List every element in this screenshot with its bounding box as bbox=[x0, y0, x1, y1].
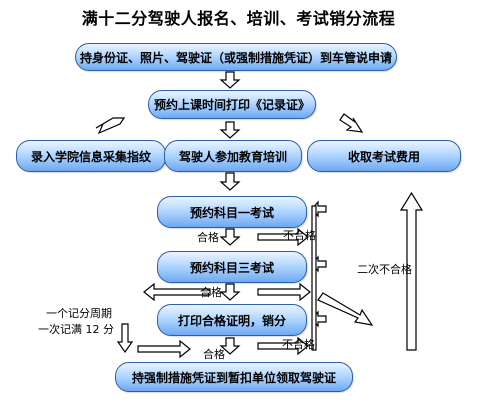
label-pass-1: 合格 bbox=[197, 231, 219, 244]
arrow-right-cycle bbox=[137, 339, 191, 359]
node-fee: 收取考试费用 bbox=[307, 140, 461, 172]
arrow-retry-vertical bbox=[311, 205, 317, 351]
node-subject1: 预约科目一考试 bbox=[157, 196, 307, 228]
arrow-down-5 bbox=[219, 283, 241, 301]
label-pass-3: 合格 bbox=[203, 348, 225, 361]
arrow-fail-1 bbox=[257, 227, 309, 247]
arrow-fail-3 bbox=[257, 336, 309, 356]
node-collect-license: 持强制措施凭证到暂扣单位领取驾驶证 bbox=[115, 362, 353, 392]
label-fail-3: 不合格 bbox=[282, 338, 315, 351]
page-title: 满十二分驾驶人报名、培训、考试销分流程 bbox=[81, 9, 396, 28]
label-cycle-line2: 一次记满 12 分 bbox=[38, 323, 114, 336]
node-print-cert: 打印合格证明，销分 bbox=[157, 304, 307, 336]
label-fail-1: 不合格 bbox=[283, 229, 316, 242]
label-fail-2: 二次不合格 bbox=[357, 263, 412, 276]
arrow-left-cycle bbox=[143, 282, 211, 302]
arrow-diag-right bbox=[339, 113, 364, 133]
label-pass-2: 合格 bbox=[200, 286, 222, 299]
arrow-down-cycle bbox=[116, 323, 134, 354]
arrow-diag-second-fail bbox=[317, 292, 374, 326]
arrow-tall-up bbox=[399, 191, 424, 351]
arrow-down-1 bbox=[219, 71, 241, 89]
arrow-down-2 bbox=[219, 121, 241, 139]
node-book-class: 预约上课时间打印《记录证》 bbox=[148, 90, 316, 119]
node-apply: 持身份证、照片、驾驶证（或强制措施凭证）到车管说申请 bbox=[75, 43, 397, 71]
label-cycle-line1: 一个记分周期 bbox=[46, 307, 112, 320]
arrow-diag-left bbox=[95, 117, 126, 135]
arrow-down-6 bbox=[219, 337, 241, 355]
node-training: 驾驶人参加教育培训 bbox=[164, 140, 302, 172]
arrow-fail-2 bbox=[257, 282, 311, 302]
node-subject3: 预约科目三考试 bbox=[157, 251, 307, 283]
node-fingerprint: 录入学院信息采集指纹 bbox=[16, 140, 166, 172]
arrow-down-3 bbox=[219, 172, 241, 191]
arrow-down-4 bbox=[219, 228, 241, 246]
